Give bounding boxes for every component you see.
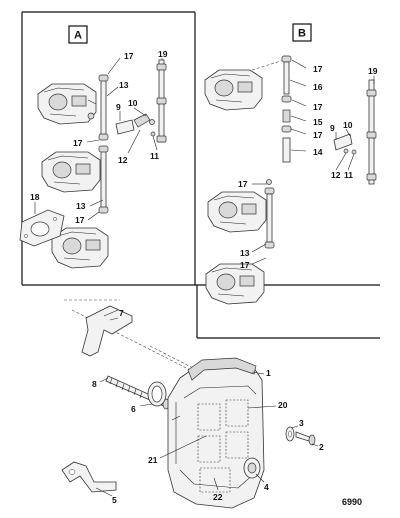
- callout-1: 1: [266, 368, 271, 378]
- callout-4: 4: [264, 482, 269, 492]
- callout-21: 21: [148, 455, 158, 465]
- callout-17: 17: [240, 260, 250, 270]
- panel-b-label: B: [298, 28, 306, 40]
- hose-13-b: [264, 179, 275, 249]
- bracket-5: [61, 461, 117, 493]
- housing-1: [167, 357, 265, 509]
- callout-13: 13: [240, 248, 250, 258]
- carburetor-a1: [37, 83, 97, 125]
- callout-5: 5: [112, 495, 117, 505]
- callout-15: 15: [313, 117, 323, 127]
- panel-b: B: [204, 23, 378, 305]
- gasket-18: [19, 209, 65, 247]
- callout-10: 10: [343, 120, 353, 130]
- callout-11: 11: [150, 151, 159, 161]
- callout-17: 17: [75, 215, 85, 225]
- callout-13: 13: [76, 201, 86, 211]
- fuel-line-19-b: [366, 79, 377, 185]
- callout-17: 17: [73, 138, 83, 148]
- callout-9: 9: [330, 123, 335, 133]
- callout-3: 3: [299, 418, 304, 428]
- hose-13-a: [98, 74, 109, 214]
- leaders-a: [34, 57, 163, 221]
- callout-18: 18: [30, 192, 40, 202]
- leaders-b: [251, 59, 375, 265]
- callout-6: 6: [131, 404, 136, 414]
- carburetor-b2: [207, 191, 267, 233]
- callout-17: 17: [313, 130, 323, 140]
- callout-19: 19: [368, 66, 378, 76]
- hose-stack-b: [281, 55, 292, 163]
- grommet-6: [147, 381, 167, 407]
- callout-20: 20: [278, 400, 288, 410]
- callout-22: 22: [213, 492, 223, 502]
- carburetor-b1: [204, 69, 263, 111]
- callout-10: 10: [128, 98, 138, 108]
- callout-14: 14: [313, 147, 323, 157]
- callout-9: 9: [116, 102, 121, 112]
- callout-17: 17: [313, 64, 323, 74]
- leaders-bottom: [95, 317, 319, 497]
- panel-a-label: A: [74, 30, 82, 42]
- callout-11: 11: [344, 170, 353, 180]
- figure-number: 6990: [342, 497, 362, 507]
- bottom-assembly: 7 1 8 6 20 3 2 21 4 5 22 6990: [61, 299, 362, 509]
- callout-12: 12: [118, 155, 128, 165]
- callout-8: 8: [92, 379, 97, 389]
- callout-16: 16: [313, 82, 323, 92]
- screw-2: [295, 431, 316, 446]
- panel-a: A: [19, 25, 168, 269]
- callout-17: 17: [124, 51, 134, 61]
- carburetor-a3: [51, 227, 109, 269]
- carburetor-b3: [205, 263, 265, 305]
- plug-4: [243, 457, 261, 479]
- callout-2: 2: [319, 442, 324, 452]
- panel-dividers: [21, 11, 380, 339]
- bracket-7: [81, 305, 133, 357]
- callout-7: 7: [119, 308, 124, 318]
- callout-13: 13: [119, 80, 129, 90]
- fuel-line-19-a: [156, 59, 167, 143]
- callout-19: 19: [158, 49, 168, 59]
- fitting-assembly-b: [333, 133, 357, 155]
- fitting-assembly-a: [115, 113, 156, 137]
- washer-3: [285, 426, 295, 442]
- carburetor-a2: [41, 151, 101, 193]
- callout-17: 17: [313, 102, 323, 112]
- callout-12: 12: [331, 170, 341, 180]
- callout-17: 17: [238, 179, 248, 189]
